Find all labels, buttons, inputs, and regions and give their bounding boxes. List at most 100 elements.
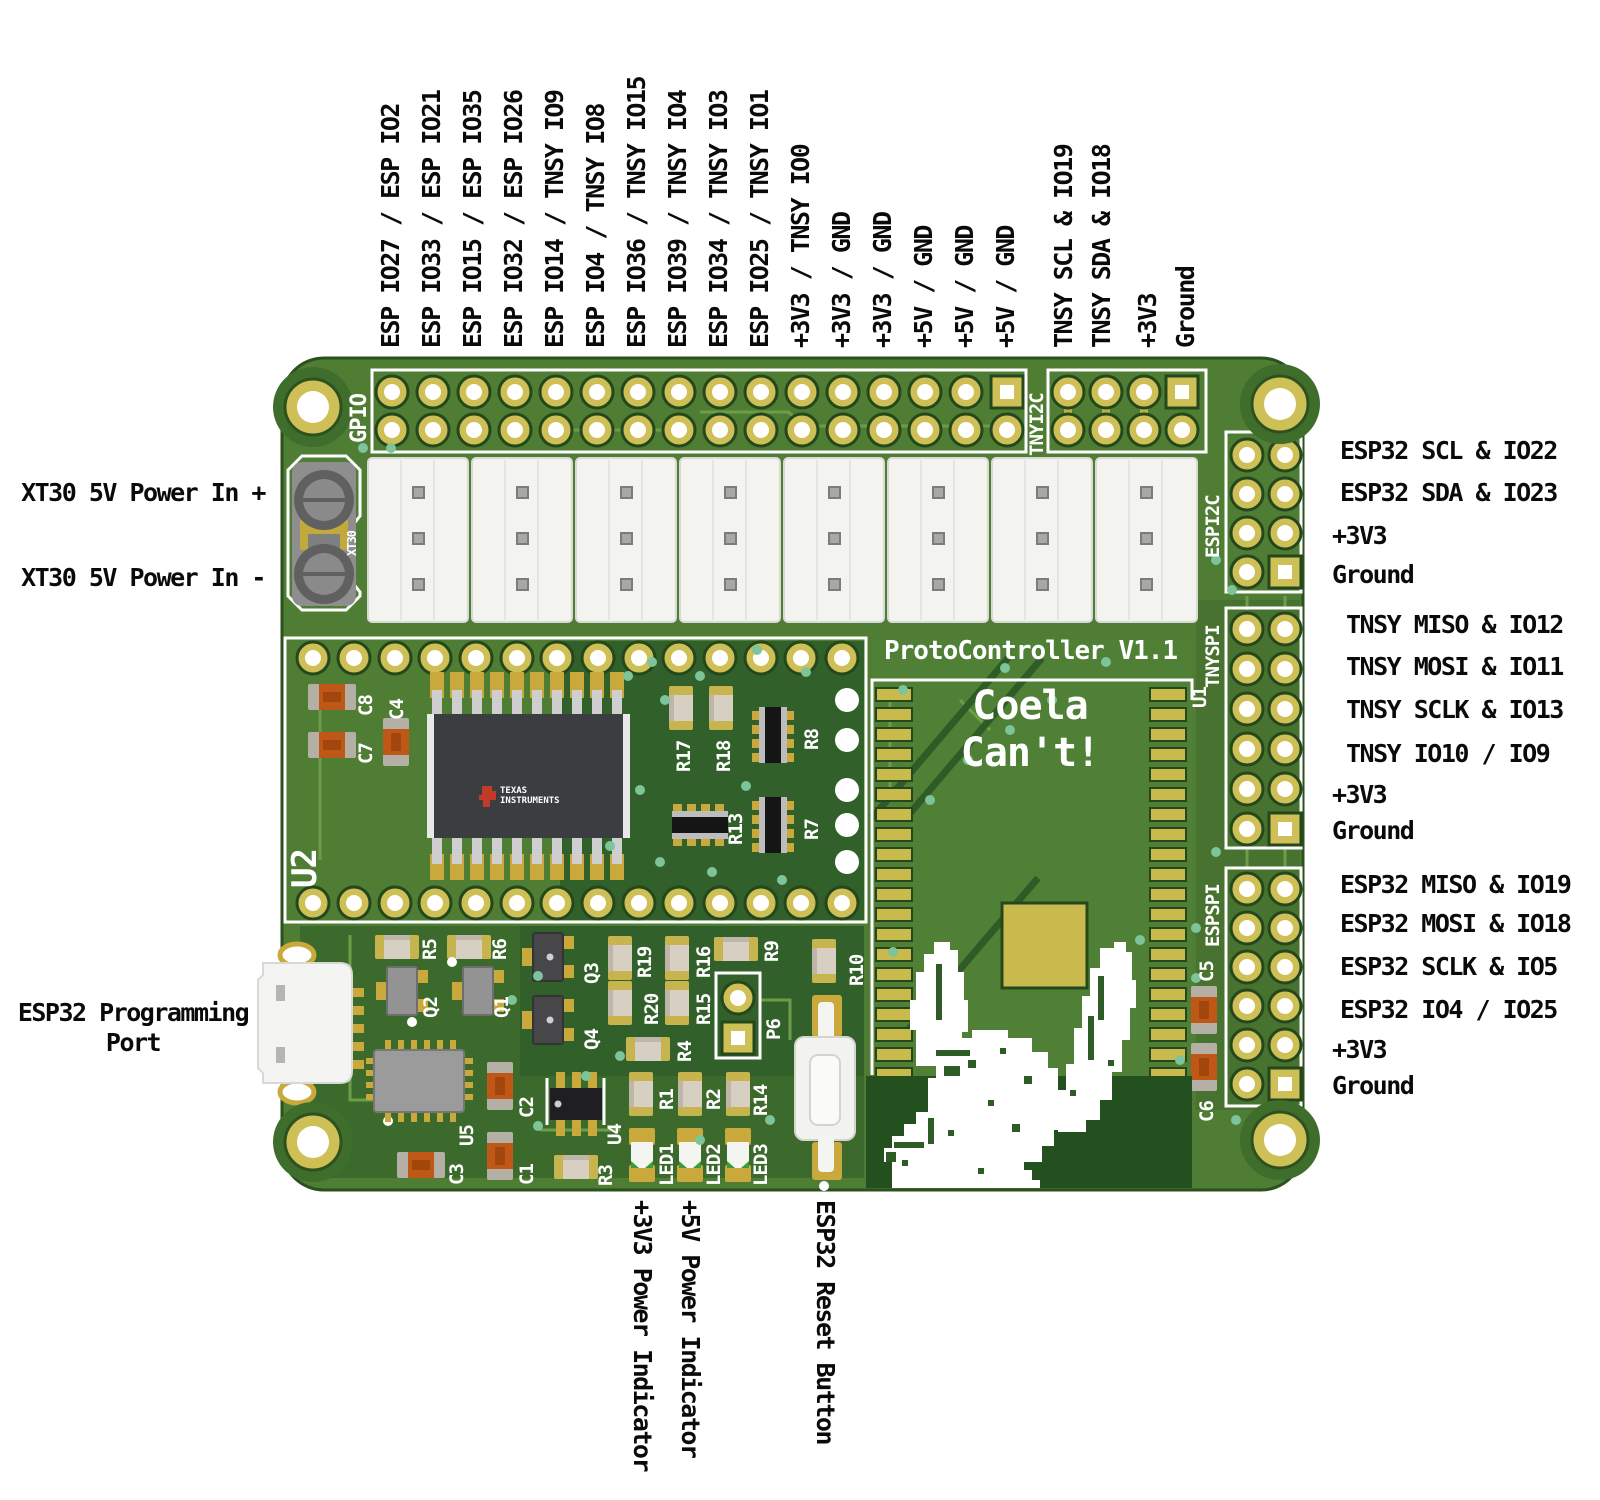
refdes-q2: Q2 <box>420 997 442 1018</box>
xt30-minus-label: XT30 5V Power In - <box>21 563 266 592</box>
xt30-connector <box>286 454 362 612</box>
pin-label-right: TNSY MISO & IO12 <box>1346 610 1564 639</box>
refdes-q4: Q4 <box>581 1029 603 1050</box>
pin-label-top: ESP IO34 / TNSY IO3 <box>704 90 733 348</box>
pin-label-right: TNSY IO10 / IO9 <box>1346 739 1551 768</box>
refdes-u5: U5 <box>456 1125 478 1146</box>
pin-label-right: ESP32 SCLK & IO5 <box>1340 952 1558 981</box>
pin-label-right: ESP32 IO4 / IO25 <box>1340 995 1558 1024</box>
refdes-r13: R13 <box>725 813 747 845</box>
refdes-r19: R19 <box>634 946 656 978</box>
pin-label-top: +3V3 / GND <box>868 212 897 348</box>
refdes-r15: R15 <box>693 993 715 1025</box>
refdes-p6: P6 <box>763 1019 785 1040</box>
ti-logo-icon <box>479 786 496 807</box>
u5-chip <box>366 1040 473 1122</box>
refdes-r8: R8 <box>801 729 823 750</box>
pin-label-top: +3V3 <box>1133 293 1162 348</box>
refdes-led2: LED2 <box>703 1144 725 1186</box>
refdes-c2: C2 <box>516 1097 538 1118</box>
refdes-r9: R9 <box>761 941 783 962</box>
refdes-led1: LED1 <box>656 1144 678 1186</box>
pin-label-top: ESP IO36 / TNSY IO15 <box>622 76 651 348</box>
pin-label-top: ESP IO39 / TNSY IO4 <box>663 90 692 348</box>
ti-brand-1: TEXAS <box>500 786 528 796</box>
pin-label-right: TNSY MOSI & IO11 <box>1346 652 1564 681</box>
refdes-c3: C3 <box>446 1164 468 1185</box>
pin-label-right: TNSY SCLK & IO13 <box>1346 695 1564 724</box>
header-label-gpio: GPIO <box>347 394 372 443</box>
refdes-r20: R20 <box>641 993 663 1025</box>
refdes-r1: R1 <box>656 1089 678 1110</box>
pin-label-right: ESP32 SDA & IO23 <box>1340 478 1558 507</box>
refdes-r3: R3 <box>595 1165 617 1186</box>
pin-label-top: ESP IO33 / ESP IO21 <box>417 90 446 348</box>
led-label-5v: +5V Power Indicator <box>676 1200 705 1458</box>
pin-label-top: +5V / GND <box>991 226 1020 348</box>
refdes-xt30: XT30 <box>345 531 359 556</box>
refdes-r10: R10 <box>846 954 868 986</box>
pin-label-top: ESP IO32 / ESP IO26 <box>499 90 528 348</box>
pin-label-right: Ground <box>1332 560 1415 589</box>
pin-label-top: ESP IO15 / ESP IO35 <box>458 90 487 348</box>
pin-label-top: ESP IO27 / ESP IO2 <box>376 104 405 348</box>
refdes-q3: Q3 <box>581 963 603 984</box>
refdes-c6: C6 <box>1196 1101 1218 1122</box>
pin-label-right: ESP32 MISO & IO19 <box>1340 870 1572 899</box>
header-label-tnyspi: TNYSPI <box>1202 625 1224 688</box>
pin-label-right: ESP32 SCL & IO22 <box>1340 436 1558 465</box>
pin-label-top: +3V3 / TNSY IO0 <box>786 144 815 348</box>
mascot-text-1: Coela <box>972 683 1088 729</box>
reset-button <box>794 995 856 1191</box>
refdes-u2: U2 <box>285 849 325 888</box>
board-title: ProtoController V1.1 <box>884 636 1178 666</box>
refdes-r17: R17 <box>673 740 695 772</box>
pin-label-top: Ground <box>1171 266 1200 348</box>
usb-connector <box>257 941 364 1106</box>
header-label-espspi: ESPSPI <box>1202 884 1224 947</box>
u2-passives <box>308 684 859 874</box>
led-label-3v3: +3V3 Power Indicator <box>628 1200 657 1472</box>
ti-brand-2: INSTRUMENTS <box>500 796 560 806</box>
pin-label-top: ESP IO14 / TNSY IO9 <box>540 90 569 348</box>
ti-chip <box>427 672 630 880</box>
pin-label-right: +3V3 <box>1332 1035 1388 1064</box>
pin-label-top: ESP IO4 / TNSY IO8 <box>581 104 610 348</box>
refdes-c5: C5 <box>1196 961 1218 982</box>
refdes-r14: R14 <box>750 1084 772 1116</box>
pin-label-top: +3V3 / GND <box>827 212 856 348</box>
refdes-c8: C8 <box>355 695 377 716</box>
pin-label-right: ESP32 MOSI & IO18 <box>1340 909 1572 938</box>
pin-label-top: TNSY SDA & IO18 <box>1087 144 1116 348</box>
mascot-text-2: Can't! <box>960 730 1101 776</box>
refdes-c7: C7 <box>355 743 377 764</box>
refdes-led3: LED3 <box>750 1144 772 1186</box>
pin-label-top: ESP IO25 / TNSY IO1 <box>745 90 774 348</box>
pin-label-right: +3V3 <box>1332 521 1388 550</box>
header-label-espi2c: ESPI2C <box>1202 495 1224 558</box>
refdes-r7: R7 <box>801 819 823 840</box>
refdes-c4: C4 <box>386 699 408 720</box>
refdes-c1: C1 <box>516 1164 538 1185</box>
pin-label-right: Ground <box>1332 816 1415 845</box>
u4-chip <box>550 1072 602 1136</box>
refdes-r6: R6 <box>489 939 511 960</box>
u1-module-pads <box>875 687 1187 1082</box>
pin-label-top: +5V / GND <box>909 226 938 348</box>
mascot-art <box>866 942 1192 1188</box>
usb-port-label: ESP32 Programming Port <box>17 998 250 1057</box>
refdes-r5: R5 <box>419 939 441 960</box>
refdes-r16: R16 <box>693 946 715 978</box>
refdes-u4: U4 <box>604 1124 626 1145</box>
pin-label-right: Ground <box>1332 1071 1415 1100</box>
refdes-q1: Q1 <box>491 997 513 1018</box>
header-label-tnyi2c: TNYI2C <box>1026 393 1048 456</box>
refdes-r4: R4 <box>674 1041 696 1062</box>
reset-label: ESP32 Reset Button <box>811 1200 840 1444</box>
tnyi2c-header-pads <box>1050 374 1200 448</box>
pin-label-top: +5V / GND <box>950 226 979 348</box>
refdes-r18: R18 <box>713 740 735 772</box>
refdes-u1: U1 <box>1189 687 1211 708</box>
